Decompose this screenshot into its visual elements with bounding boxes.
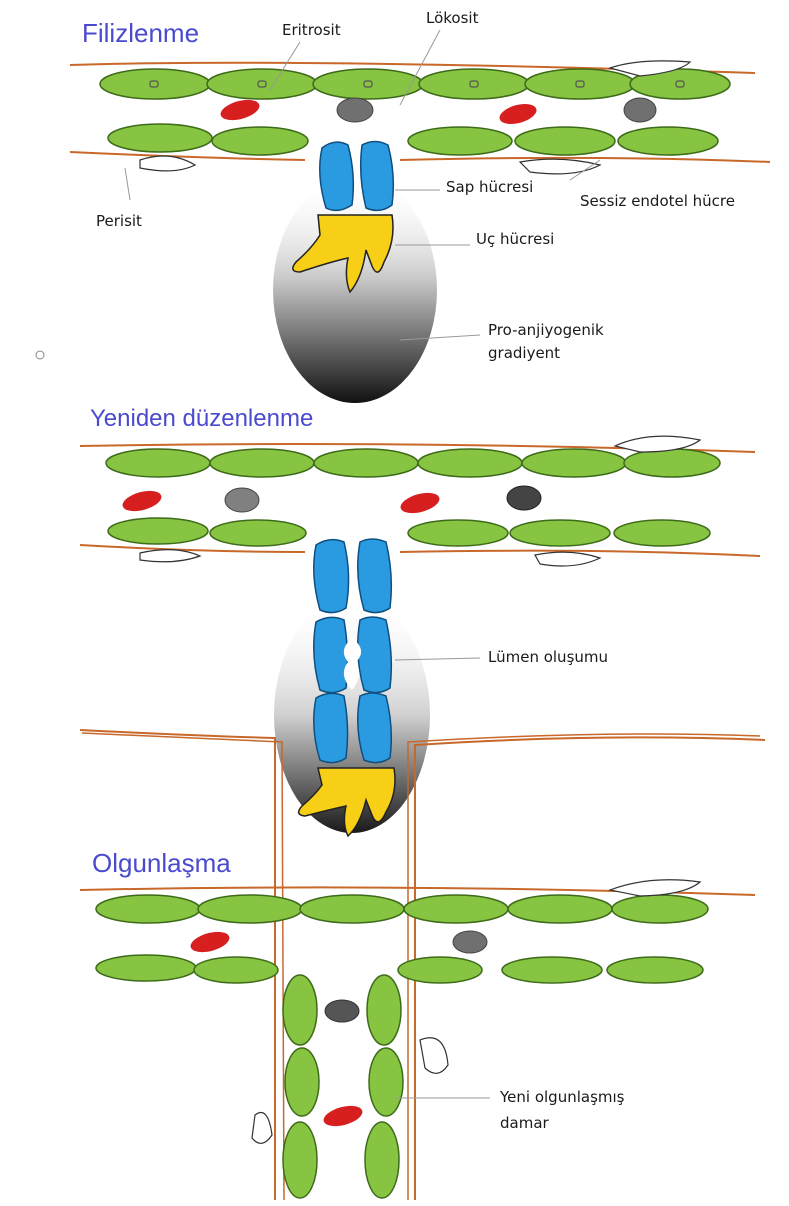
erythrocyte (321, 1102, 364, 1130)
pericyte (252, 1113, 272, 1144)
basement-line (0, 0, 80, 736)
label-tip-cell: Uç hücresi (476, 230, 554, 248)
endothelial-row-top (106, 449, 720, 477)
panel-sprouting: Filizlenme (36, 9, 770, 403)
panel-remodeling: Yeniden düzenlenme (80, 405, 760, 836)
endothelial-row-bottom (96, 955, 703, 983)
erythrocyte (218, 96, 261, 124)
leukocyte (453, 931, 487, 953)
leukocyte (337, 98, 373, 122)
pericyte (140, 156, 195, 171)
leukocyte (624, 98, 656, 122)
label-gradient-line2: gradiyent (488, 344, 560, 362)
label-leukocyte: Lökosit (426, 9, 479, 27)
label-vessel-line2: damar (500, 1114, 550, 1132)
leukocyte (225, 488, 259, 512)
panel-title: Olgunlaşma (92, 848, 231, 878)
erythrocyte (497, 100, 538, 127)
label-quiescent-cell: Sessiz endotel hücre (580, 192, 735, 210)
endothelial-row-bottom (108, 124, 718, 155)
erythrocyte (188, 928, 231, 956)
pericyte (420, 1038, 448, 1074)
erythrocyte (398, 489, 441, 517)
pericyte (535, 552, 600, 566)
label-lumen: Lümen oluşumu (488, 648, 608, 666)
label-gradient-line1: Pro-anjiyogenik (488, 321, 604, 339)
label-stalk-cell: Sap hücresi (446, 178, 533, 196)
pro-angiogenic-gradient (273, 177, 437, 403)
endothelial-row-top (96, 895, 708, 923)
label-vessel-line1: Yeni olgunlaşmış (499, 1088, 625, 1106)
label-pericyte: Perisit (96, 212, 142, 230)
leukocyte (325, 1000, 359, 1022)
bullet-marker (36, 351, 44, 359)
pericyte (520, 159, 600, 174)
leukocyte (507, 486, 541, 510)
pericyte (140, 550, 200, 562)
panel-title: Yeniden düzenlenme (90, 405, 313, 432)
endothelial-row-bottom (108, 518, 710, 546)
label-erythrocyte: Eritrosit (282, 21, 341, 39)
erythrocyte (120, 487, 163, 515)
panel-title: Filizlenme (82, 18, 199, 48)
